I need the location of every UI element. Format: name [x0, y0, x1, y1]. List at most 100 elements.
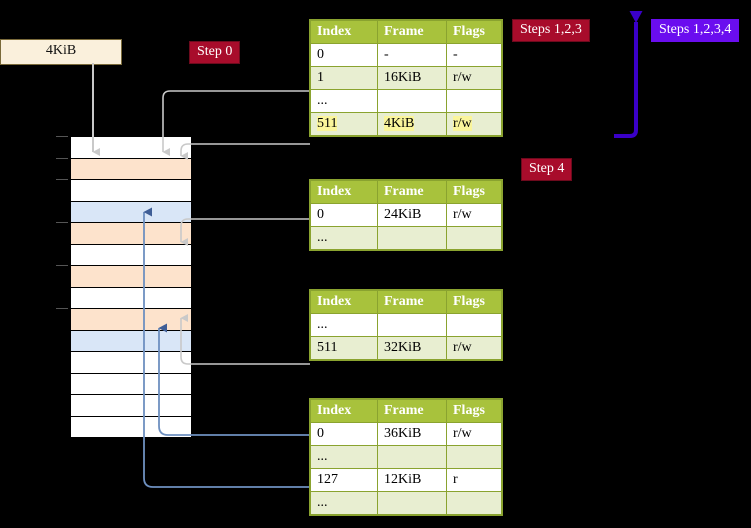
badge-step-4: Step 4 [521, 158, 573, 181]
connector-table2-row511 [180, 314, 310, 365]
cell-index: ... [310, 491, 378, 515]
cell-index: 0 [310, 422, 378, 446]
column-header-flags: Flags [446, 180, 502, 204]
cell-index: 511 [310, 112, 378, 136]
frame-box-label: 4KiB [45, 43, 77, 58]
cell-highlight: 4KiB [384, 116, 415, 131]
cell-frame: 12KiB [377, 468, 447, 492]
cell-flags [446, 491, 502, 515]
cell-frame: 36KiB [377, 422, 447, 446]
memory-tick-mark [56, 308, 68, 309]
column-header-flags: Flags [446, 20, 502, 44]
column-header-index: Index [310, 20, 378, 44]
column-header-flags: Flags [446, 399, 502, 423]
cell-index: 0 [310, 43, 378, 67]
cell-index: 0 [310, 203, 378, 227]
cell-flags: r/w [446, 66, 502, 90]
column-header-frame: Frame [377, 20, 447, 44]
memory-frame-row [71, 416, 191, 438]
badge-label: Steps 1,2,3 [520, 22, 582, 37]
memory-frame-row [71, 266, 191, 288]
memory-tick-mark [56, 157, 68, 159]
memory-frame-row [71, 244, 191, 266]
table-row: 0-- [310, 43, 502, 67]
cell-flags [446, 226, 502, 250]
column-header-index: Index [310, 399, 378, 423]
cell-highlight: 511 [317, 116, 338, 131]
cell-frame [377, 313, 447, 337]
frame-box-4kib: 4KiB [0, 39, 122, 65]
cell-index: ... [310, 89, 378, 113]
connector-table1-row0 [180, 218, 310, 246]
physical-memory-column [70, 136, 191, 439]
memory-frame-row [71, 137, 191, 159]
badge-steps-1234: Steps 1,2,3,4 [651, 19, 740, 42]
cell-index: 511 [310, 336, 378, 360]
memory-tick-mark [56, 265, 68, 266]
memory-tick-mark [56, 179, 68, 180]
memory-frame-row [71, 330, 191, 352]
cell-frame: - [377, 43, 447, 67]
memory-frame-row [71, 201, 191, 223]
cell-index: ... [310, 226, 378, 250]
cell-flags [446, 313, 502, 337]
cell-frame: 32KiB [377, 336, 447, 360]
badge-label: Step 0 [197, 44, 233, 59]
memory-frame-row [71, 395, 191, 417]
memory-frame-row [71, 309, 191, 331]
memory-frame-row [71, 373, 191, 395]
table-row: ... [310, 491, 502, 515]
cell-frame [377, 89, 447, 113]
cell-index: ... [310, 445, 378, 469]
column-header-index: Index [310, 180, 378, 204]
memory-frame-row [71, 352, 191, 374]
connector-steps-1234-bracket [614, 11, 643, 138]
cell-flags [446, 445, 502, 469]
cell-flags: r/w [446, 336, 502, 360]
table-row: ... [310, 445, 502, 469]
cell-flags: r/w [446, 112, 502, 136]
column-header-frame: Frame [377, 290, 447, 314]
memory-frame-row [71, 158, 191, 180]
memory-frame-row [71, 223, 191, 245]
badge-label: Step 4 [529, 161, 565, 176]
column-header-frame: Frame [377, 399, 447, 423]
cell-flags: r/w [446, 203, 502, 227]
cell-frame [377, 491, 447, 515]
column-header-index: Index [310, 290, 378, 314]
cell-frame [377, 445, 447, 469]
memory-tick-mark [56, 136, 68, 137]
cell-frame [377, 226, 447, 250]
cell-flags [446, 89, 502, 113]
table-row: ... [310, 89, 502, 113]
cell-index: 1 [310, 66, 378, 90]
cell-frame: 24KiB [377, 203, 447, 227]
cell-highlight: r/w [453, 116, 472, 131]
memory-tick-mark [56, 222, 68, 223]
cell-frame: 16KiB [377, 66, 447, 90]
cell-flags: r [446, 468, 502, 492]
table-row: 511 4KiB r/w [310, 112, 502, 136]
connector-table0-row511 [180, 143, 310, 160]
memory-frame-row [71, 287, 191, 309]
column-header-flags: Flags [446, 290, 502, 314]
badge-step-0: Step 0 [189, 41, 241, 64]
column-header-frame: Frame [377, 180, 447, 204]
cell-frame: 4KiB [377, 112, 447, 136]
memory-frame-row [71, 180, 191, 202]
cell-index: ... [310, 313, 378, 337]
badge-label: Steps 1,2,3,4 [659, 22, 732, 37]
cell-index: 127 [310, 468, 378, 492]
table-row: ... [310, 226, 502, 250]
badge-steps-123: Steps 1,2,3 [512, 19, 590, 42]
